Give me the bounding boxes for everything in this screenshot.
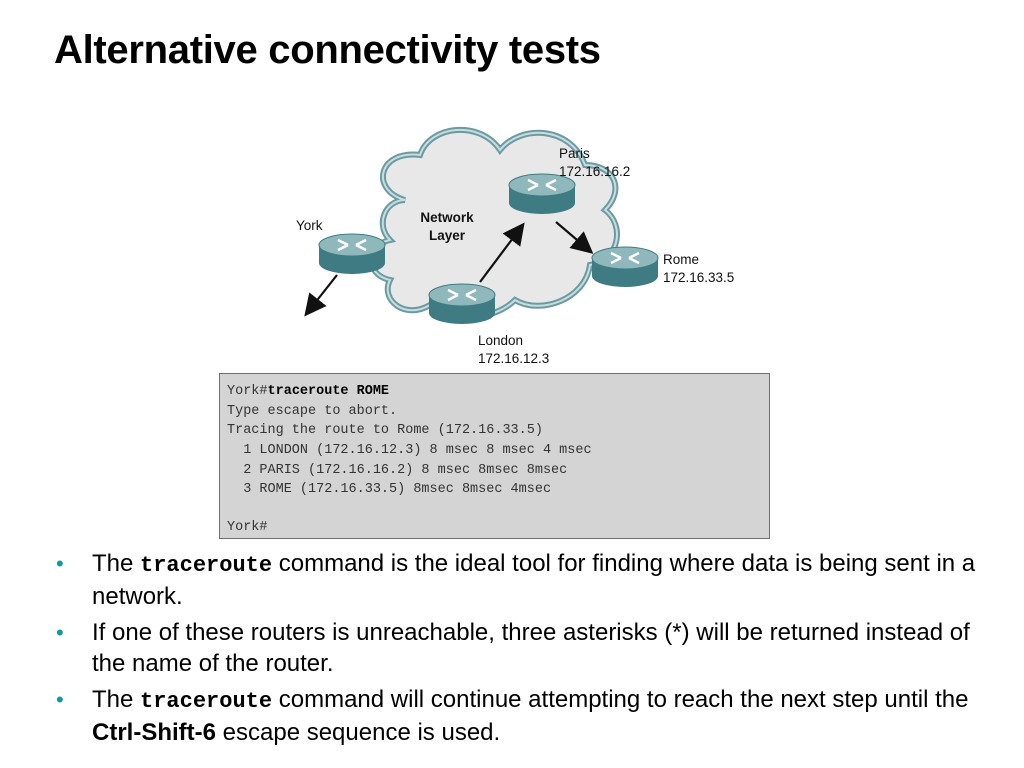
rome-ip: 172.16.33.5 (663, 270, 734, 285)
bullet-list: • The traceroute command is the ideal to… (56, 548, 986, 753)
bullet3-shortcut: Ctrl-Shift-6 (92, 719, 216, 746)
terminal-line-6: 3 ROME (172.16.33.5) 8msec 8msec 4msec (227, 482, 552, 498)
paris-ip: 172.16.16.2 (559, 164, 630, 179)
cloud-label-line1: Network (420, 210, 474, 225)
bullet-marker: • (56, 620, 64, 645)
arrow-paris-rome (555, 221, 594, 254)
terminal-line-3: Tracing the route to Rome (172.16.33.5) (227, 423, 543, 439)
router-london-icon (428, 283, 496, 324)
slide-title: Alternative connectivity tests (54, 28, 601, 72)
york-label: York (296, 218, 323, 233)
bullet2-text: If one of these routers is unreachable, … (92, 619, 970, 677)
paris-label: Paris (559, 146, 590, 161)
bullet3-text-post: escape sequence is used. (215, 719, 501, 746)
terminal-line-5: 2 PARIS (172.16.16.2) 8 msec 8msec 8msec (227, 462, 568, 478)
terminal-command: traceroute ROME (267, 384, 390, 399)
london-ip: 172.16.12.3 (478, 351, 549, 366)
terminal-output: York#traceroute ROME Type escape to abor… (219, 373, 770, 539)
bullet-marker: • (56, 687, 64, 712)
arrow-london-paris (479, 222, 525, 283)
london-label: London (478, 333, 523, 348)
bullet1-code: traceroute (140, 553, 273, 578)
bullet-item-2: • If one of these routers is unreachable… (56, 617, 986, 679)
rome-label: Rome (663, 252, 699, 267)
bullet-item-3: • The traceroute command will continue a… (56, 684, 986, 748)
bullet3-text-pre: The (92, 686, 141, 713)
bullet1-text-pre: The (92, 550, 141, 577)
router-york-icon (318, 233, 386, 274)
router-rome-icon (591, 246, 659, 287)
network-diagram: Network Layer York Paris 172.16.16.2 Rom… (296, 126, 734, 366)
terminal-line-1: York#traceroute ROME (227, 382, 769, 402)
bullet1-text-post: command is the ideal tool for finding wh… (92, 550, 976, 610)
bullet3-text-mid: command will continue attempting to reac… (272, 686, 969, 713)
terminal-line-4: 1 LONDON (172.16.12.3) 8 msec 8 msec 4 m… (227, 443, 592, 459)
router-paris-icon (508, 173, 576, 214)
bullet-marker: • (56, 551, 64, 576)
terminal-line-7: York# (227, 520, 268, 536)
bullet-item-1: • The traceroute command is the ideal to… (56, 548, 986, 612)
terminal-line-2: Type escape to abort. (227, 403, 398, 419)
terminal-prompt: York# (227, 384, 268, 399)
bullet3-code: traceroute (140, 689, 273, 714)
cloud-label-line2: Layer (429, 228, 466, 243)
arrow-york-out (304, 274, 338, 317)
